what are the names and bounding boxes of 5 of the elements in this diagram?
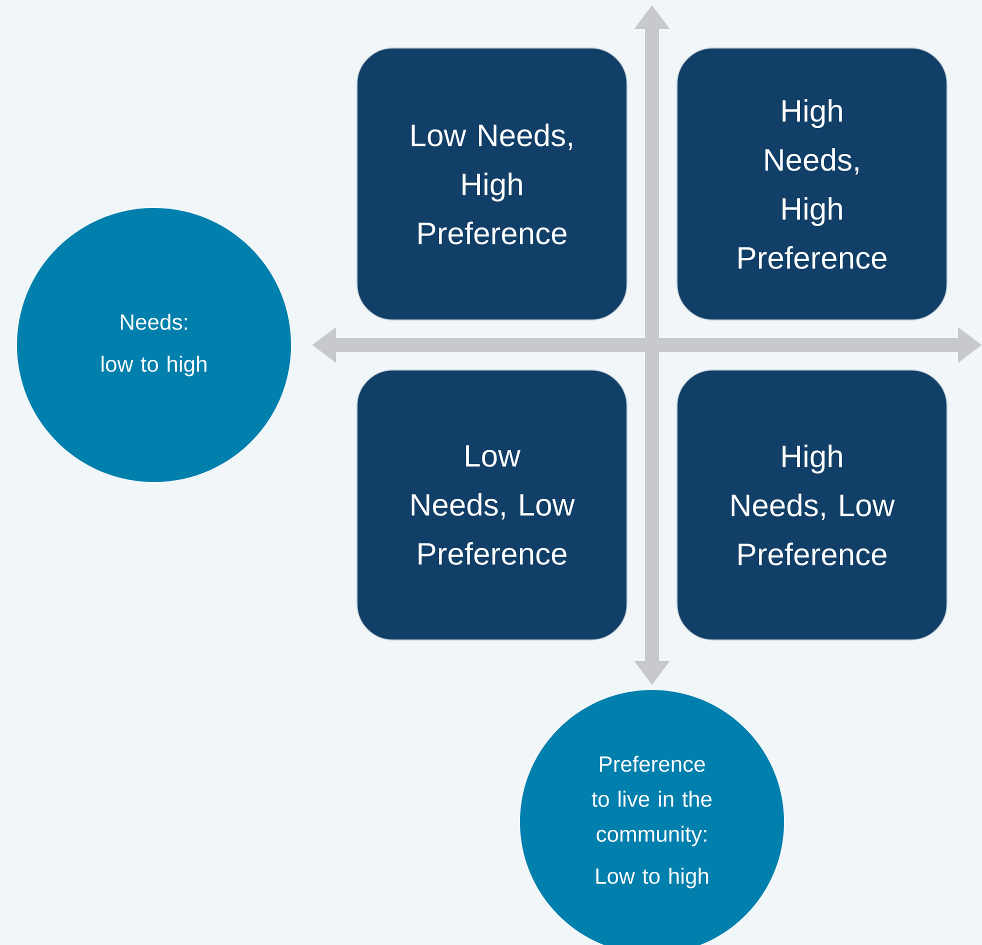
quadrant-box: High Needs, High Preference <box>676 48 948 320</box>
quadrant-box: Low Needs, High Preference <box>356 48 628 320</box>
quadrant-box: High Needs, Low Preference <box>676 370 948 640</box>
quadrant-box: Low Needs, Low Preference <box>356 370 628 640</box>
circle-node: Needs: low to high <box>17 208 291 482</box>
